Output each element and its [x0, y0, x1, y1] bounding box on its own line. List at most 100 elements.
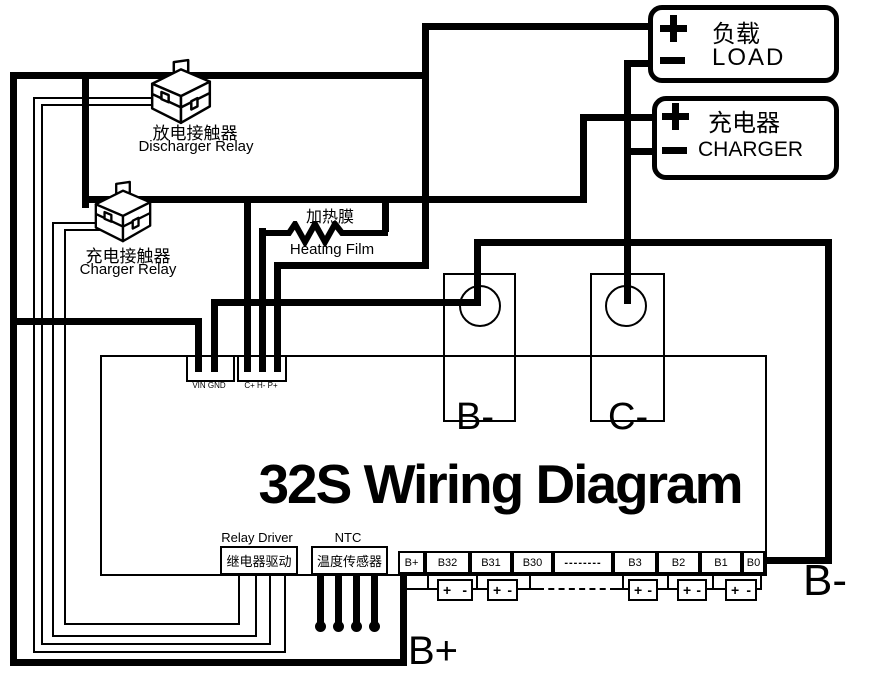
- cell-plus: +: [493, 582, 502, 598]
- wire-left-vertical: [10, 72, 17, 666]
- wire-top-discharge: [10, 72, 428, 79]
- ntc-probe-tip: [315, 621, 326, 632]
- charger-relay-icon: [90, 180, 156, 246]
- discharger-relay-label-en: Discharger Relay: [138, 138, 254, 155]
- wire-heating-up: [382, 196, 389, 232]
- wire-charger-up: [580, 114, 587, 203]
- terminal-dashes: --------: [553, 551, 613, 574]
- sense-drop: [622, 574, 624, 590]
- load-label-cn: 负载: [712, 21, 760, 48]
- cell-plus: +: [443, 582, 452, 598]
- b-minus-sensor: [443, 273, 516, 422]
- charger-relay-label-cn: 充电接触器: [85, 247, 171, 266]
- ntc-box-label: 温度传感器: [316, 554, 382, 569]
- connector-pin: [259, 357, 266, 372]
- relay-driver-box-label: 继电器驱动: [226, 554, 292, 569]
- wire-pin-pplus: [274, 262, 281, 372]
- cell-minus: -: [507, 582, 512, 598]
- wire-right-vertical: [825, 239, 832, 564]
- sense-drop: [529, 574, 531, 590]
- relay-wire: [52, 635, 257, 637]
- b-minus-sensor-label: B-: [456, 396, 494, 438]
- wire-pin-gnd: [211, 299, 218, 372]
- relay-wire: [33, 97, 163, 99]
- relay-wire: [269, 571, 271, 645]
- load-box: [648, 5, 839, 83]
- wire-charger-minus: [624, 148, 656, 155]
- wire-cminus-vertical: [624, 60, 631, 304]
- discharger-relay-icon: [146, 58, 216, 128]
- battery-cell: +-: [437, 579, 473, 601]
- relay-wire: [41, 104, 43, 645]
- sense-drop: [427, 574, 429, 590]
- relay-wire: [64, 229, 104, 231]
- relay-wire: [52, 222, 104, 224]
- wire-bottom-bplus: [10, 659, 406, 666]
- pack-bplus-label: B+: [408, 629, 459, 673]
- heating-film-resistor: [260, 221, 388, 247]
- charger-plus-icon: [672, 103, 679, 130]
- c-minus-sensor-label: C-: [608, 396, 649, 438]
- battery-cell: +-: [628, 579, 658, 601]
- relay-wire: [238, 571, 240, 625]
- wire-bminus-run: [474, 239, 832, 246]
- ntc-probe-tip: [351, 621, 362, 632]
- load-minus-icon: [660, 57, 685, 64]
- heating-film-label-cn: 加热膜: [305, 209, 354, 226]
- pack-bminus-label: B-: [803, 556, 847, 605]
- wire-b0-link: [763, 557, 832, 564]
- relay-wire: [64, 623, 240, 625]
- c-minus-sensor-hole: [605, 285, 647, 327]
- sense-drop: [476, 574, 478, 590]
- wire-charger-plus: [580, 114, 656, 121]
- charger-label-cn: 充电器: [708, 110, 780, 137]
- wire-bplus-drop: [400, 574, 407, 666]
- wire-gnd-run: [211, 299, 481, 306]
- terminal-b31: B31: [470, 551, 512, 574]
- b-minus-sensor-hole: [459, 285, 501, 327]
- c-minus-sensor: [590, 273, 665, 422]
- chp-label: C+ H- P+: [244, 381, 278, 390]
- diagram-title: 32S Wiring Diagram: [258, 453, 743, 515]
- chain-wire: [707, 588, 725, 590]
- wire-pplus-run: [274, 262, 429, 269]
- relay-wire: [284, 571, 286, 653]
- wire-vin-run: [10, 318, 202, 325]
- relay-driver-box: 继电器驱动: [220, 546, 298, 575]
- terminal-b3: B3: [613, 551, 657, 574]
- relay-wire: [33, 651, 286, 653]
- wire-pin-cplus: [244, 196, 251, 372]
- terminal-b+: B+: [398, 551, 425, 574]
- chain-wire: [757, 588, 762, 590]
- charger-relay-label-en: Charger Relay: [79, 261, 177, 278]
- relay-wire: [52, 222, 54, 637]
- chain-wire: [518, 588, 538, 590]
- relay-wire: [41, 643, 271, 645]
- terminal-b30: B30: [512, 551, 553, 574]
- load-label-en: LOAD: [712, 44, 786, 71]
- chain-wire: [403, 588, 437, 590]
- chain-wire: [473, 588, 487, 590]
- relay-wire: [255, 571, 257, 637]
- charger-label-en: CHARGER: [698, 138, 804, 161]
- ntc-label: NTC: [334, 530, 362, 545]
- wire-charger-run: [82, 196, 586, 203]
- sense-drop: [667, 574, 669, 590]
- charger-minus-icon: [662, 147, 687, 154]
- charger-box: [652, 96, 839, 180]
- relay-wire: [64, 229, 66, 625]
- cell-minus: -: [647, 582, 652, 598]
- connector-pin: [195, 357, 202, 372]
- ntc-box: 温度传感器: [311, 546, 388, 575]
- cell-minus: -: [746, 582, 751, 598]
- load-plus-icon: [670, 15, 677, 42]
- cell-minus: -: [462, 582, 467, 598]
- discharger-relay-label-cn: 放电接触器: [152, 124, 238, 143]
- battery-cell: +-: [677, 579, 707, 601]
- cell-plus: +: [731, 582, 740, 598]
- chain-wire-dashed: [538, 588, 616, 590]
- cell-minus: -: [696, 582, 701, 598]
- wire-pplus-vertical: [422, 23, 429, 268]
- wire-charger-branch: [82, 72, 89, 208]
